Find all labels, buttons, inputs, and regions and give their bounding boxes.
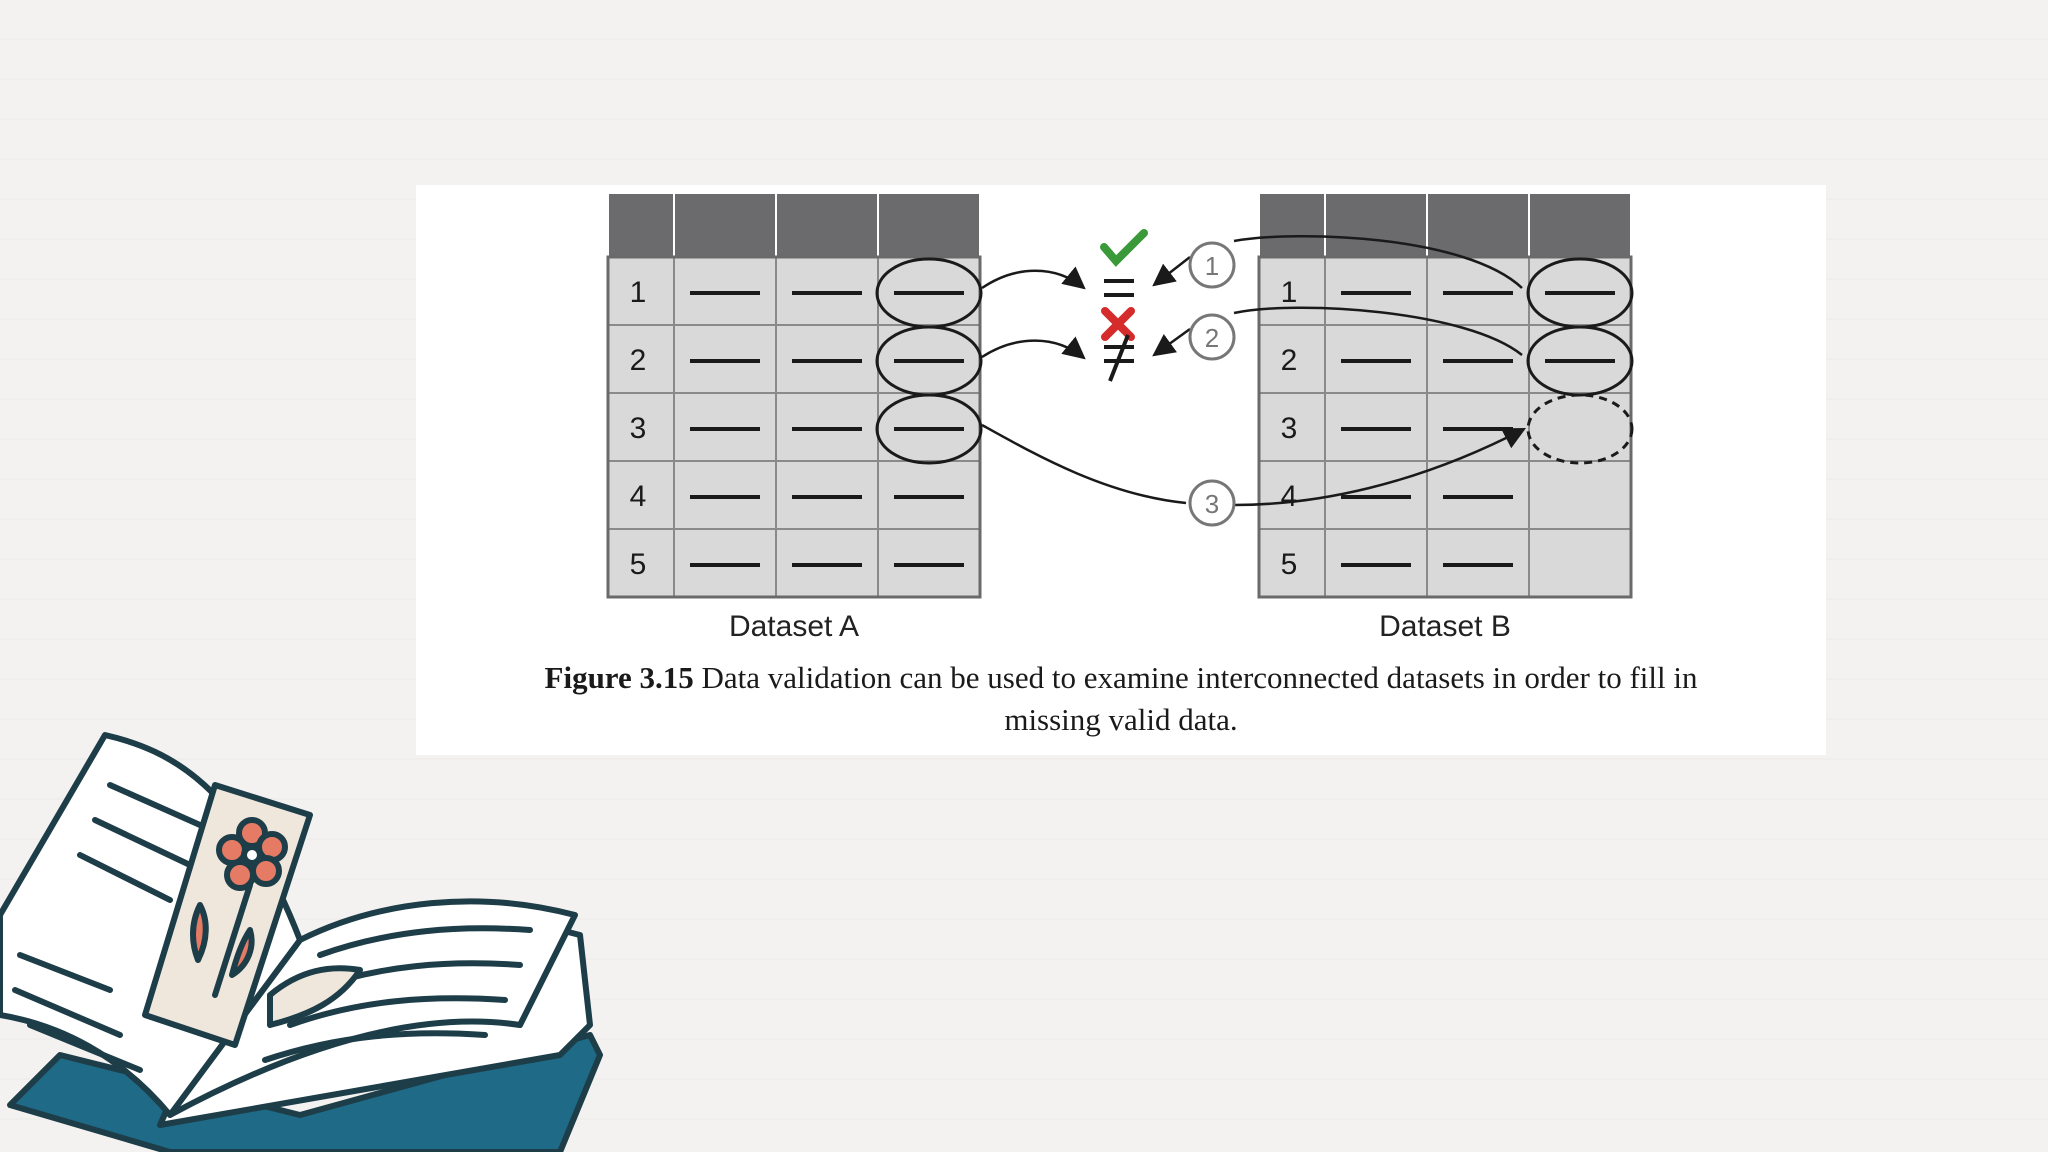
arrow-step3-to-b3 bbox=[1233, 427, 1526, 507]
cross-icon bbox=[1101, 307, 1135, 341]
row-number: 3 bbox=[630, 412, 647, 445]
arrow-b1-to-step1 bbox=[1233, 234, 1523, 289]
arrow-a2-to-notequal bbox=[981, 336, 1086, 360]
caption-label: Figure 3.15 bbox=[544, 660, 694, 695]
dataset-a-label: Dataset A bbox=[728, 610, 860, 643]
figure-card: 1 2 3 4 5 1 2 3 4 5 1 2 bbox=[416, 185, 1826, 755]
row-number: 4 bbox=[1281, 480, 1298, 513]
step-marker-2: 2 bbox=[1188, 313, 1236, 361]
flower-bookmark-icon bbox=[142, 782, 313, 1048]
row-number: 2 bbox=[630, 344, 647, 377]
table-header-cell bbox=[1324, 192, 1428, 258]
arrow-a3-to-step3 bbox=[981, 423, 1187, 505]
arrow-step1-to-equals bbox=[1152, 256, 1191, 287]
arrow-step2-to-notequal bbox=[1152, 327, 1191, 357]
step-1-label: 1 bbox=[1205, 251, 1219, 281]
step-marker-3: 3 bbox=[1188, 479, 1236, 527]
table-header-cell bbox=[1258, 192, 1326, 258]
table-header-cell bbox=[607, 192, 675, 258]
row-number: 4 bbox=[630, 480, 647, 513]
row-number: 5 bbox=[630, 548, 647, 581]
table-cell bbox=[1258, 460, 1326, 530]
row-number: 1 bbox=[630, 276, 647, 309]
table-header-cell bbox=[775, 192, 879, 258]
table-header-cell bbox=[1528, 192, 1632, 258]
table-header-cell bbox=[877, 192, 981, 258]
figure-caption: Figure 3.15 Data validation can be used … bbox=[496, 657, 1746, 741]
table-cell bbox=[1528, 528, 1632, 598]
check-icon bbox=[1100, 229, 1148, 267]
caption-text: Data validation can be used to examine i… bbox=[693, 660, 1698, 737]
row-number: 5 bbox=[1281, 548, 1298, 581]
not-equal-symbol bbox=[1104, 334, 1134, 382]
dataset-b-label: Dataset B bbox=[1379, 610, 1511, 643]
data-validation-diagram: 1 2 3 4 5 1 2 3 4 5 1 2 bbox=[606, 192, 1634, 599]
row-number: 3 bbox=[1281, 412, 1298, 445]
highlight-ellipse bbox=[875, 393, 983, 465]
dataset-a-table: 1 2 3 4 5 bbox=[606, 192, 983, 599]
highlight-ellipse bbox=[1526, 325, 1634, 397]
row-number: 2 bbox=[1281, 344, 1298, 377]
table-header-cell bbox=[673, 192, 777, 258]
step-3-label: 3 bbox=[1205, 489, 1219, 519]
step-marker-1: 1 bbox=[1188, 241, 1236, 289]
book-illustration-icon bbox=[0, 732, 603, 1152]
table-cell bbox=[1528, 460, 1632, 530]
row-number: 1 bbox=[1281, 276, 1298, 309]
table-cell bbox=[1258, 392, 1326, 462]
arrow-a1-to-equals bbox=[981, 266, 1086, 290]
arrow-b2-to-step2 bbox=[1233, 306, 1523, 356]
step-2-label: 2 bbox=[1205, 323, 1219, 353]
dataset-b-table: 1 2 3 4 5 bbox=[1257, 192, 1634, 599]
table-cell bbox=[607, 528, 675, 598]
missing-value-ellipse bbox=[1526, 393, 1634, 465]
table-header-cell bbox=[1426, 192, 1530, 258]
